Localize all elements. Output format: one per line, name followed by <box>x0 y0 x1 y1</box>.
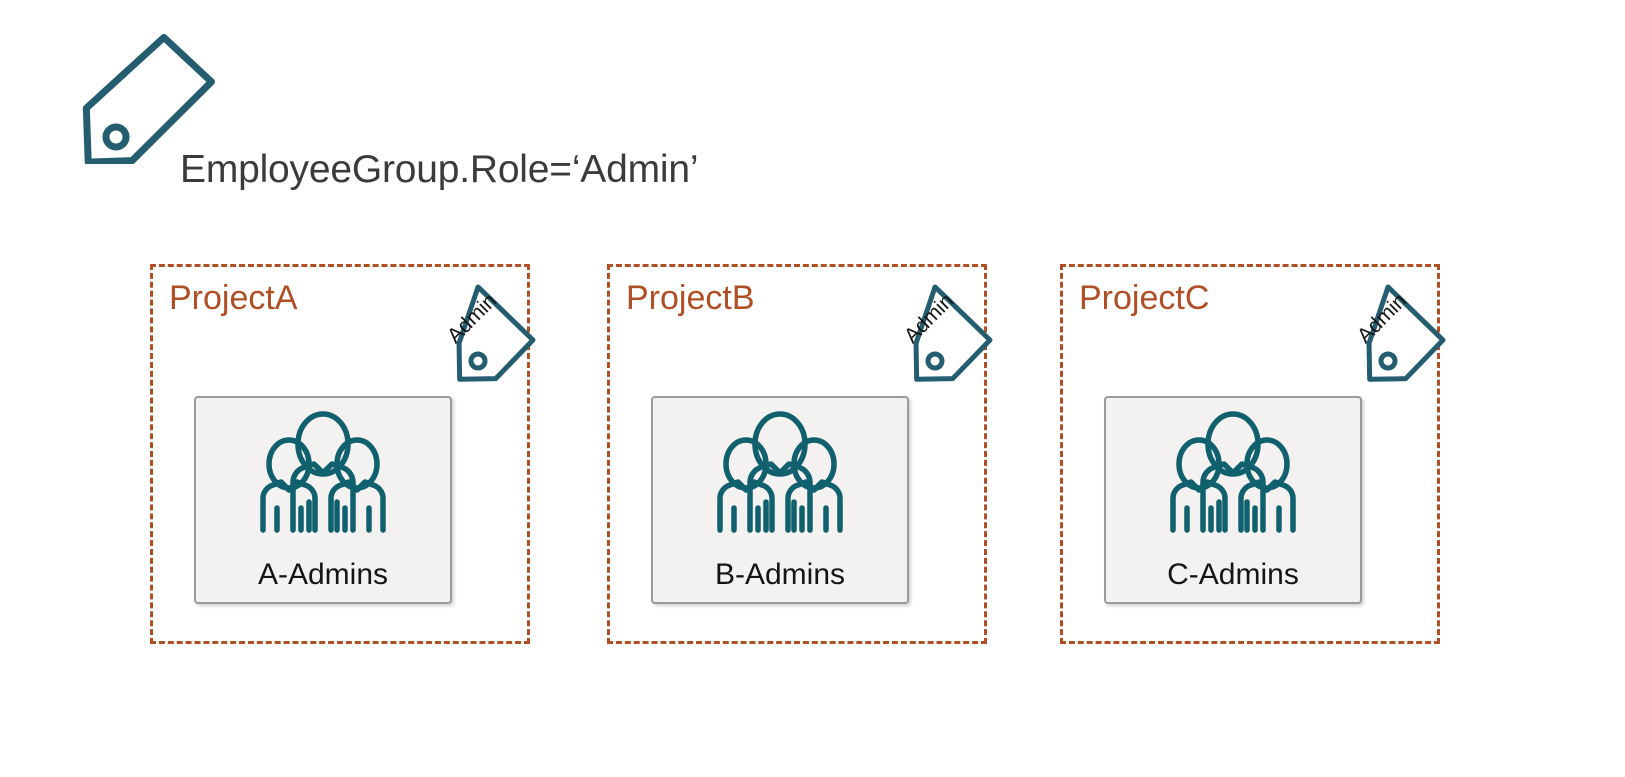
admin-tag[interactable]: Admin <box>874 283 994 401</box>
tag-icon <box>78 32 218 166</box>
group-card[interactable]: B-Admins <box>651 396 909 604</box>
group-label: C-Admins <box>1167 558 1299 591</box>
legend: EmployeeGroup.Role=‘Admin’ <box>78 32 738 189</box>
legend-caption: EmployeeGroup.Role=‘Admin’ <box>180 148 699 191</box>
group-card[interactable]: C-Admins <box>1104 396 1362 604</box>
people-group-icon <box>1159 408 1307 536</box>
project-title: ProjectC <box>1079 279 1210 317</box>
group-label: B-Admins <box>714 558 846 591</box>
people-group-icon <box>249 408 397 536</box>
group-card[interactable]: A-Admins <box>194 396 452 604</box>
project-box-c[interactable]: ProjectC <box>1060 264 1446 644</box>
project-box-b[interactable]: ProjectB <box>607 264 993 644</box>
people-group-icon <box>706 408 854 536</box>
project-box-a[interactable]: ProjectA <box>150 264 536 644</box>
admin-tag[interactable]: Admin <box>1327 283 1447 401</box>
project-title: ProjectB <box>626 279 755 317</box>
group-label: A-Admins <box>257 558 389 591</box>
admin-tag[interactable]: Admin <box>417 283 537 401</box>
project-title: ProjectA <box>169 279 298 317</box>
